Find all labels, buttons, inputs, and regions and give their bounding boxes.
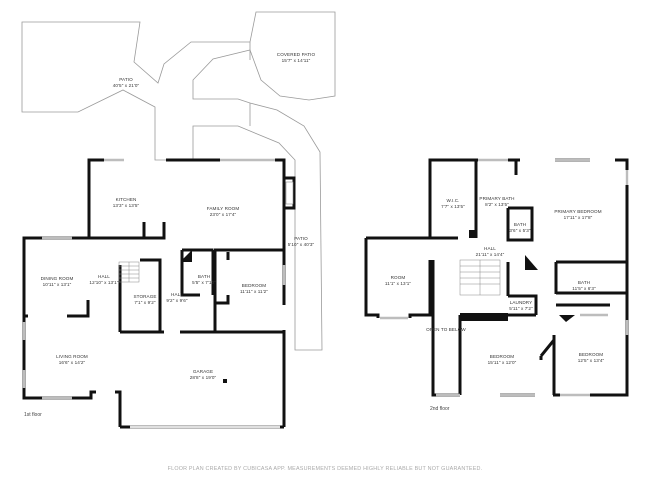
fireplace-icon (285, 181, 294, 205)
second-floor-windows (380, 158, 629, 397)
wall-corner-2 (525, 255, 538, 270)
stairs-icon (118, 261, 140, 283)
disclaimer-footer: FLOOR PLAN CREATED BY CUBICASA APP. MEAS… (167, 466, 483, 472)
garage-post (223, 379, 227, 383)
stairs-icon-2 (459, 259, 501, 296)
wic-block (469, 230, 476, 238)
floor-label-1st: 1st floor (24, 412, 42, 418)
wall-corner-3 (559, 315, 575, 322)
first-floor-windows (22, 158, 286, 429)
floor-label-2nd: 2nd floor (430, 406, 450, 412)
solid-wall-block (460, 313, 508, 321)
wall-corner (182, 250, 192, 262)
room-label-open-to-below: OPEN TO BELOW (426, 327, 466, 332)
room-label-wic: W.I.C.7'7" x 13'5" (441, 198, 465, 209)
